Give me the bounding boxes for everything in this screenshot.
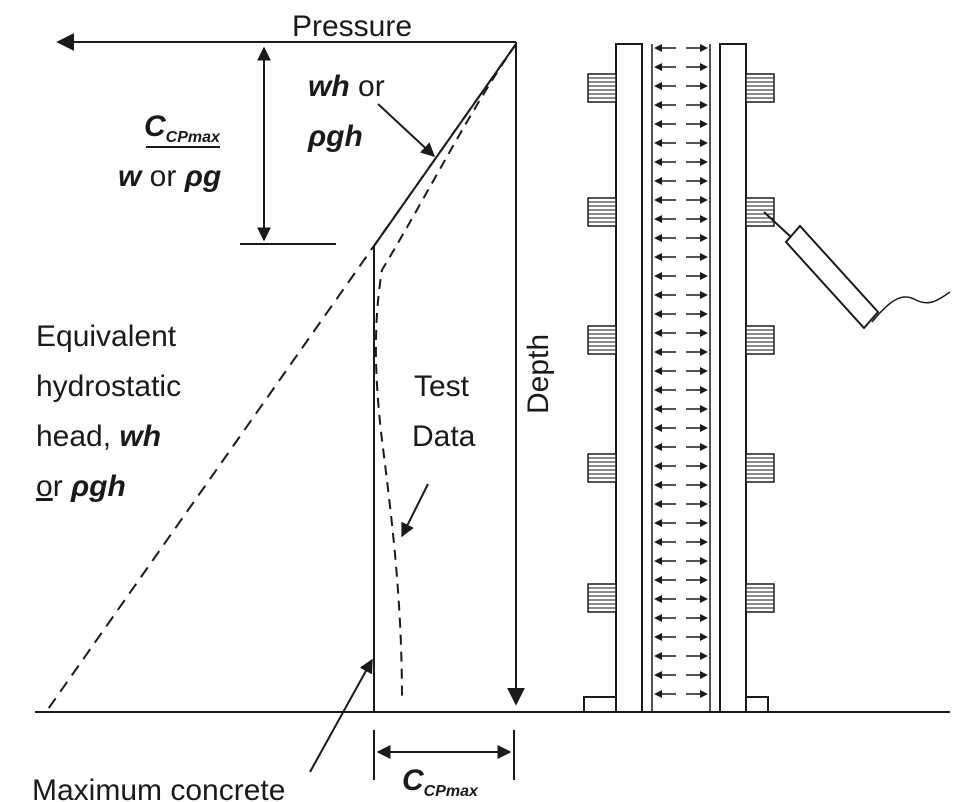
- formwork-ties: [587, 73, 775, 613]
- pressure-arrow-pair: [654, 101, 708, 109]
- data-label: Data: [412, 420, 476, 453]
- pressure-arrow-pair: [654, 329, 708, 337]
- pressure-arrow-pair: [654, 690, 708, 698]
- formwork-tie: [745, 197, 775, 227]
- max-concrete-pointer-arrow: [309, 658, 373, 773]
- equivalent-head-line3: head, wh: [36, 420, 161, 453]
- pressure-arrow-pair: [654, 481, 708, 489]
- formwork-right-wall: [719, 43, 747, 713]
- pressure-arrow-pair: [654, 538, 708, 546]
- max-concrete-label: Maximum concrete: [32, 774, 285, 802]
- base-block-left: [583, 696, 617, 713]
- pressure-arrow-pair: [654, 462, 708, 470]
- ccp-fraction-numerator: CCPmax: [144, 110, 221, 146]
- test-data-pointer-arrow: [401, 483, 429, 538]
- ccp-fraction-denominator: w or ρg: [118, 160, 221, 193]
- pressure-arrow-pair: [654, 424, 708, 432]
- pressure-sensor: [763, 211, 951, 330]
- pressure-arrow-pair: [654, 519, 708, 527]
- cmax-label: CCPmax: [402, 764, 479, 800]
- wh-pointer-arrow: [377, 103, 436, 157]
- hydrostatic-dashed-line: [45, 43, 517, 713]
- pressure-arrow-pair: [654, 120, 708, 128]
- pressure-arrow-pair: [654, 595, 708, 603]
- depth-axis-label: Depth: [522, 334, 555, 414]
- formwork-tie: [587, 73, 617, 103]
- pressure-arrow-pair: [654, 652, 708, 660]
- formwork-tie: [745, 73, 775, 103]
- pressure-arrow-pair: [654, 671, 708, 679]
- pressure-arrow-pair: [654, 234, 708, 242]
- formwork-tie: [745, 325, 775, 355]
- pressure-arrow-pair: [654, 177, 708, 185]
- equivalent-head-line4: or ρgh: [36, 470, 126, 503]
- pressure-arrow-pair: [654, 405, 708, 413]
- formwork-tie: [587, 197, 617, 227]
- pressure-arrow-pair: [654, 500, 708, 508]
- pgh-label: ρgh: [307, 120, 363, 153]
- pressure-arrow-pair: [654, 272, 708, 280]
- sensor-cable: [871, 291, 951, 323]
- pressure-arrow-pair: [654, 386, 708, 394]
- test-data-curve: [374, 43, 517, 701]
- pressure-arrow-pair: [654, 139, 708, 147]
- pressure-arrow-pair: [654, 576, 708, 584]
- formwork-left-wall: [615, 43, 643, 713]
- pressure-axis-label: Pressure: [292, 10, 412, 43]
- pressure-arrow-pair: [654, 215, 708, 223]
- sensor-connector: [763, 211, 793, 239]
- equivalent-head-line1: Equivalent: [36, 320, 177, 353]
- pressure-arrow-pair: [654, 443, 708, 451]
- pressure-arrow-pair: [654, 614, 708, 622]
- test-label: Test: [414, 370, 470, 403]
- formwork-tie: [587, 453, 617, 483]
- base-block-right: [745, 696, 769, 713]
- formwork-tie: [587, 325, 617, 355]
- equivalent-head-line2: hydrostatic: [36, 370, 181, 403]
- pressure-arrow-pair: [654, 158, 708, 166]
- pressure-arrow-pair: [654, 367, 708, 375]
- wh-or-label: wh or: [308, 70, 385, 103]
- formwork-tie: [745, 453, 775, 483]
- pressure-arrow-pair: [654, 196, 708, 204]
- sensor-body: [784, 224, 880, 330]
- pressure-arrow-pair: [654, 633, 708, 641]
- formwork-tie: [587, 583, 617, 613]
- formwork-tie: [745, 583, 775, 613]
- pressure-arrow-pair: [654, 63, 708, 71]
- design-pressure-envelope: [373, 43, 517, 712]
- pressure-arrow-pair: [654, 291, 708, 299]
- pressure-arrow-pair: [654, 44, 708, 52]
- pressure-arrow-pair: [654, 310, 708, 318]
- pressure-arrow-pair: [654, 82, 708, 90]
- pressure-arrow-pair: [654, 557, 708, 565]
- lateral-pressure-arrows: [654, 44, 708, 698]
- pressure-arrow-pair: [654, 348, 708, 356]
- column-formwork: [583, 43, 775, 713]
- pressure-arrow-pair: [654, 253, 708, 261]
